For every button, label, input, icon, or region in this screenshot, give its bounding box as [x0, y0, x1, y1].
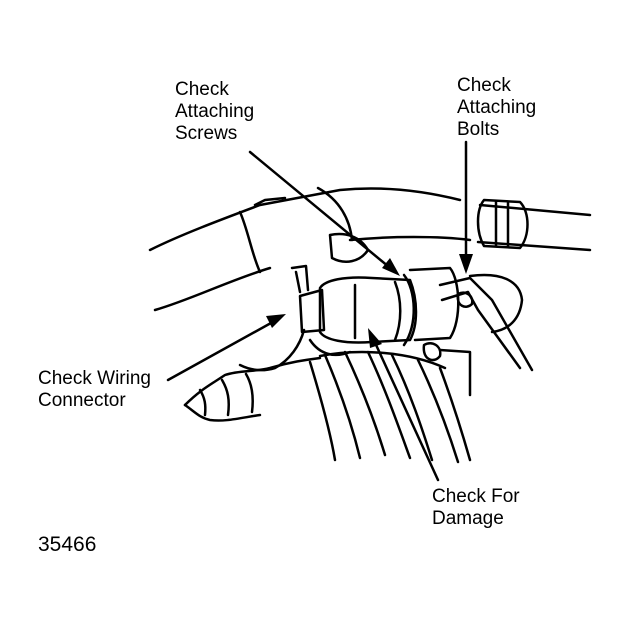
callout-line: Check For [432, 486, 520, 507]
sensor-body [290, 264, 460, 347]
callout-check-attaching-screws: Check Attaching Screws [175, 79, 254, 145]
screws-arrowhead [382, 258, 400, 276]
callout-line: Attaching [457, 97, 537, 118]
callout-line: Bolts [457, 119, 500, 140]
upper-hose [148, 186, 472, 312]
wiring-leader-line [166, 316, 282, 382]
callout-line: Connector [38, 390, 126, 411]
callout-line: Check Wiring [38, 368, 151, 389]
damage-arrowhead [368, 328, 382, 348]
leader-arrows [166, 140, 468, 482]
callout-line: Screws [175, 123, 238, 144]
callout-line: Damage [432, 508, 504, 529]
wiring-arrowhead [266, 314, 286, 328]
corrugated-duct [183, 356, 322, 422]
callout-line: Check [175, 79, 229, 100]
callout-check-for-damage: Check For Damage [432, 486, 520, 530]
callout-line: Check [457, 75, 511, 96]
callout-check-attaching-bolts: Check Attaching Bolts [457, 75, 536, 141]
wiring-harness [238, 328, 352, 372]
bolts-arrowhead [459, 254, 473, 274]
callout-line: Attaching [175, 101, 255, 122]
callout-check-wiring-connector: Check Wiring Connector [38, 368, 151, 412]
mounting-bracket [422, 273, 534, 397]
screws-leader-line [248, 150, 397, 274]
figure-number: 35466 [38, 533, 97, 556]
right-hose [476, 198, 592, 252]
bellows-hose [308, 350, 472, 464]
damage-leader-line [370, 334, 440, 482]
